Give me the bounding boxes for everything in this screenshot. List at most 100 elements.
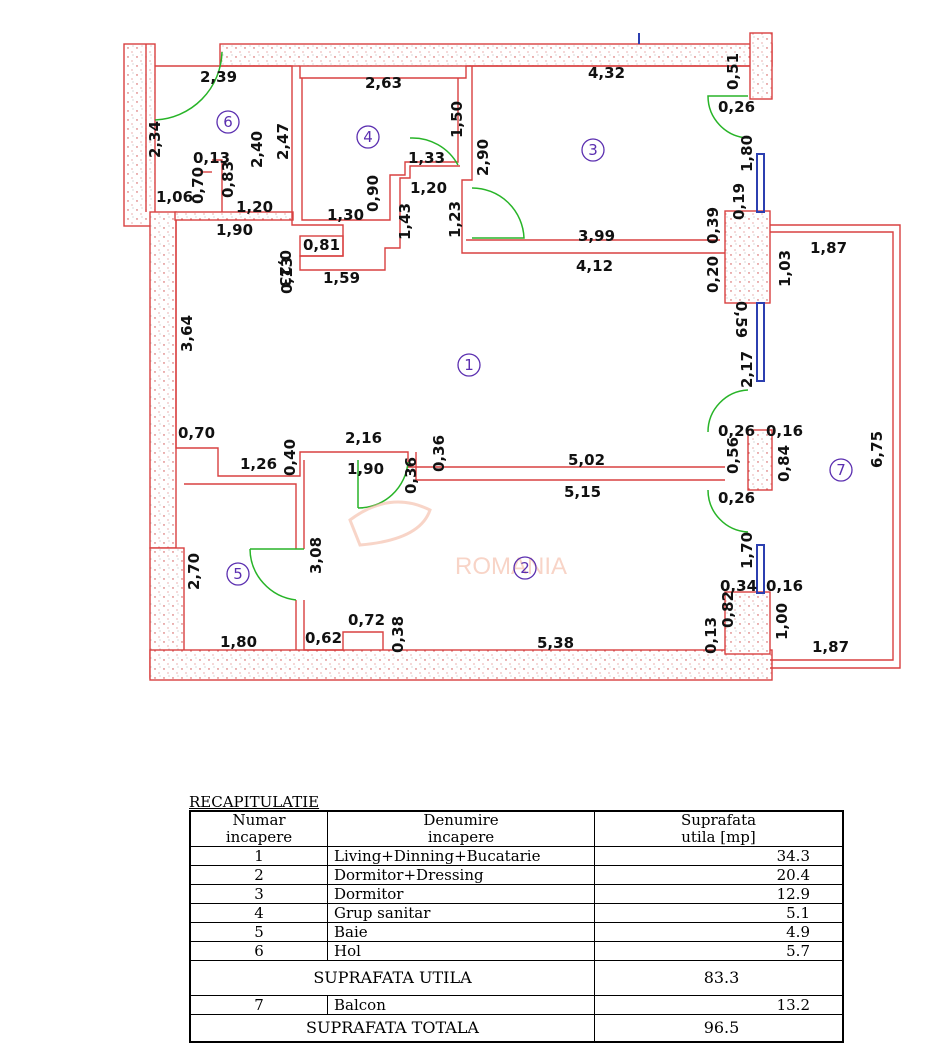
dimension-label: 0,16	[766, 577, 803, 595]
dimension-label: 1,70	[738, 532, 756, 569]
room-marker-circle	[356, 125, 380, 149]
dimension-label: 0,34	[720, 577, 757, 595]
room-marker-5: 5	[226, 562, 250, 586]
dimension-label: 2,40	[248, 131, 266, 168]
room-marker-2: 2	[513, 556, 537, 580]
dimension-label: 0,26	[718, 489, 755, 507]
dimension-label: 0,70	[189, 167, 207, 204]
dimension-label: 1,03	[776, 250, 794, 287]
watermark-logo: ROMANIA	[348, 500, 567, 580]
room-marker-circle	[457, 353, 481, 377]
total-area-row: SUPRAFATA TOTALA 96.5	[189, 1014, 844, 1043]
total-area-label: SUPRAFATA TOTALA	[189, 1014, 595, 1043]
dimension-label: 1,87	[810, 239, 847, 257]
room-number: 1	[464, 356, 474, 374]
room-marker-circle	[513, 556, 537, 580]
dimension-label: 0,36	[402, 457, 420, 494]
room-number: 5	[233, 565, 243, 583]
dimension-label: 5,15	[564, 483, 601, 501]
total-area-value: 96.5	[594, 1014, 844, 1043]
room-number: 6	[223, 113, 233, 131]
dimension-label: 0,23	[276, 250, 294, 287]
room-marker-7: 7	[829, 458, 853, 482]
dimension-label: 1,26	[240, 455, 277, 473]
watermark-text: ROMANIA	[455, 553, 567, 580]
dimension-label: 1,06	[156, 188, 193, 206]
useful-area-label: SUPRAFATA UTILA	[189, 960, 595, 996]
room-marker-1: 1	[457, 353, 481, 377]
dimension-label: 0,82	[719, 591, 737, 628]
room-marker-3: 3	[581, 138, 605, 162]
dimension-label: 4,12	[576, 257, 613, 275]
room-markers: 1 2 3 4 5 6 7	[216, 110, 853, 586]
dimension-label: 0,16	[766, 422, 803, 440]
dimension-label: 0,38	[389, 616, 407, 653]
room-number: 7	[836, 461, 846, 479]
dimension-label: 0,84	[775, 445, 793, 482]
dimension-label: 0,51	[724, 53, 742, 90]
recap-title: RECAPITULATIE	[189, 793, 320, 811]
dimension-label: 1,90	[216, 221, 253, 239]
dimension-label: 0,36	[430, 435, 448, 472]
dimension-label: 1,20	[410, 179, 447, 197]
dimension-label: 0,39	[704, 207, 722, 244]
dimension-label: 3,99	[578, 227, 615, 245]
dimension-label: 0,90	[364, 175, 382, 212]
useful-area-value: 83.3	[594, 960, 844, 996]
exterior-walls	[123, 32, 773, 681]
dimension-label: 1,80	[738, 135, 756, 172]
room-number: 2	[520, 559, 530, 577]
windows	[638, 33, 765, 594]
dimension-label: 5,02	[568, 451, 605, 469]
dimension-label: 0,26	[718, 98, 755, 116]
room-marker-4: 4	[356, 125, 380, 149]
dimension-label: 2,63	[365, 74, 402, 92]
dimension-label: 3,08	[307, 537, 325, 574]
dimension-label: 1,00	[773, 603, 791, 640]
dimension-label: 0,20	[704, 256, 722, 293]
dimension-label: 2,34	[146, 121, 164, 158]
dimension-label: 3,64	[178, 315, 196, 352]
dimension-label: 0,13	[193, 149, 230, 167]
dimension-label: 2,90	[474, 139, 492, 176]
dimension-label: 0,56	[724, 437, 742, 474]
room-marker-circle	[829, 458, 853, 482]
dimension-label: 0,26	[718, 422, 755, 440]
room-marker-circle	[226, 562, 250, 586]
dimension-label: 6,75	[868, 431, 886, 468]
dimension-label: 2,39	[200, 68, 237, 86]
dimension-label: 0,59	[732, 301, 750, 338]
room-marker-circle	[581, 138, 605, 162]
dimension-label: 1,30	[327, 206, 364, 224]
dimension-label: 1,50	[448, 101, 466, 138]
room-number: 4	[363, 128, 373, 146]
dimension-label: 5,38	[537, 634, 574, 652]
dimension-label: 2,70	[185, 553, 203, 590]
dimension-label: 0,70	[178, 424, 215, 442]
dimension-label: 1,20	[236, 198, 273, 216]
dimension-label: 2,16	[345, 429, 382, 447]
room-number: 3	[588, 141, 598, 159]
dimension-label: 0,19	[730, 183, 748, 220]
dimension-label: 0,81	[303, 236, 340, 254]
useful-area-row: SUPRAFATA UTILA 83.3	[189, 960, 844, 996]
dimension-label: 1,43	[396, 203, 414, 240]
dimension-label: 1,90	[347, 460, 384, 478]
doors	[154, 51, 749, 601]
dimension-label: 0,62	[305, 629, 342, 647]
room-marker-6: 6	[216, 110, 240, 134]
dimension-label: 0,13	[278, 257, 296, 294]
room-marker-circle	[216, 110, 240, 134]
